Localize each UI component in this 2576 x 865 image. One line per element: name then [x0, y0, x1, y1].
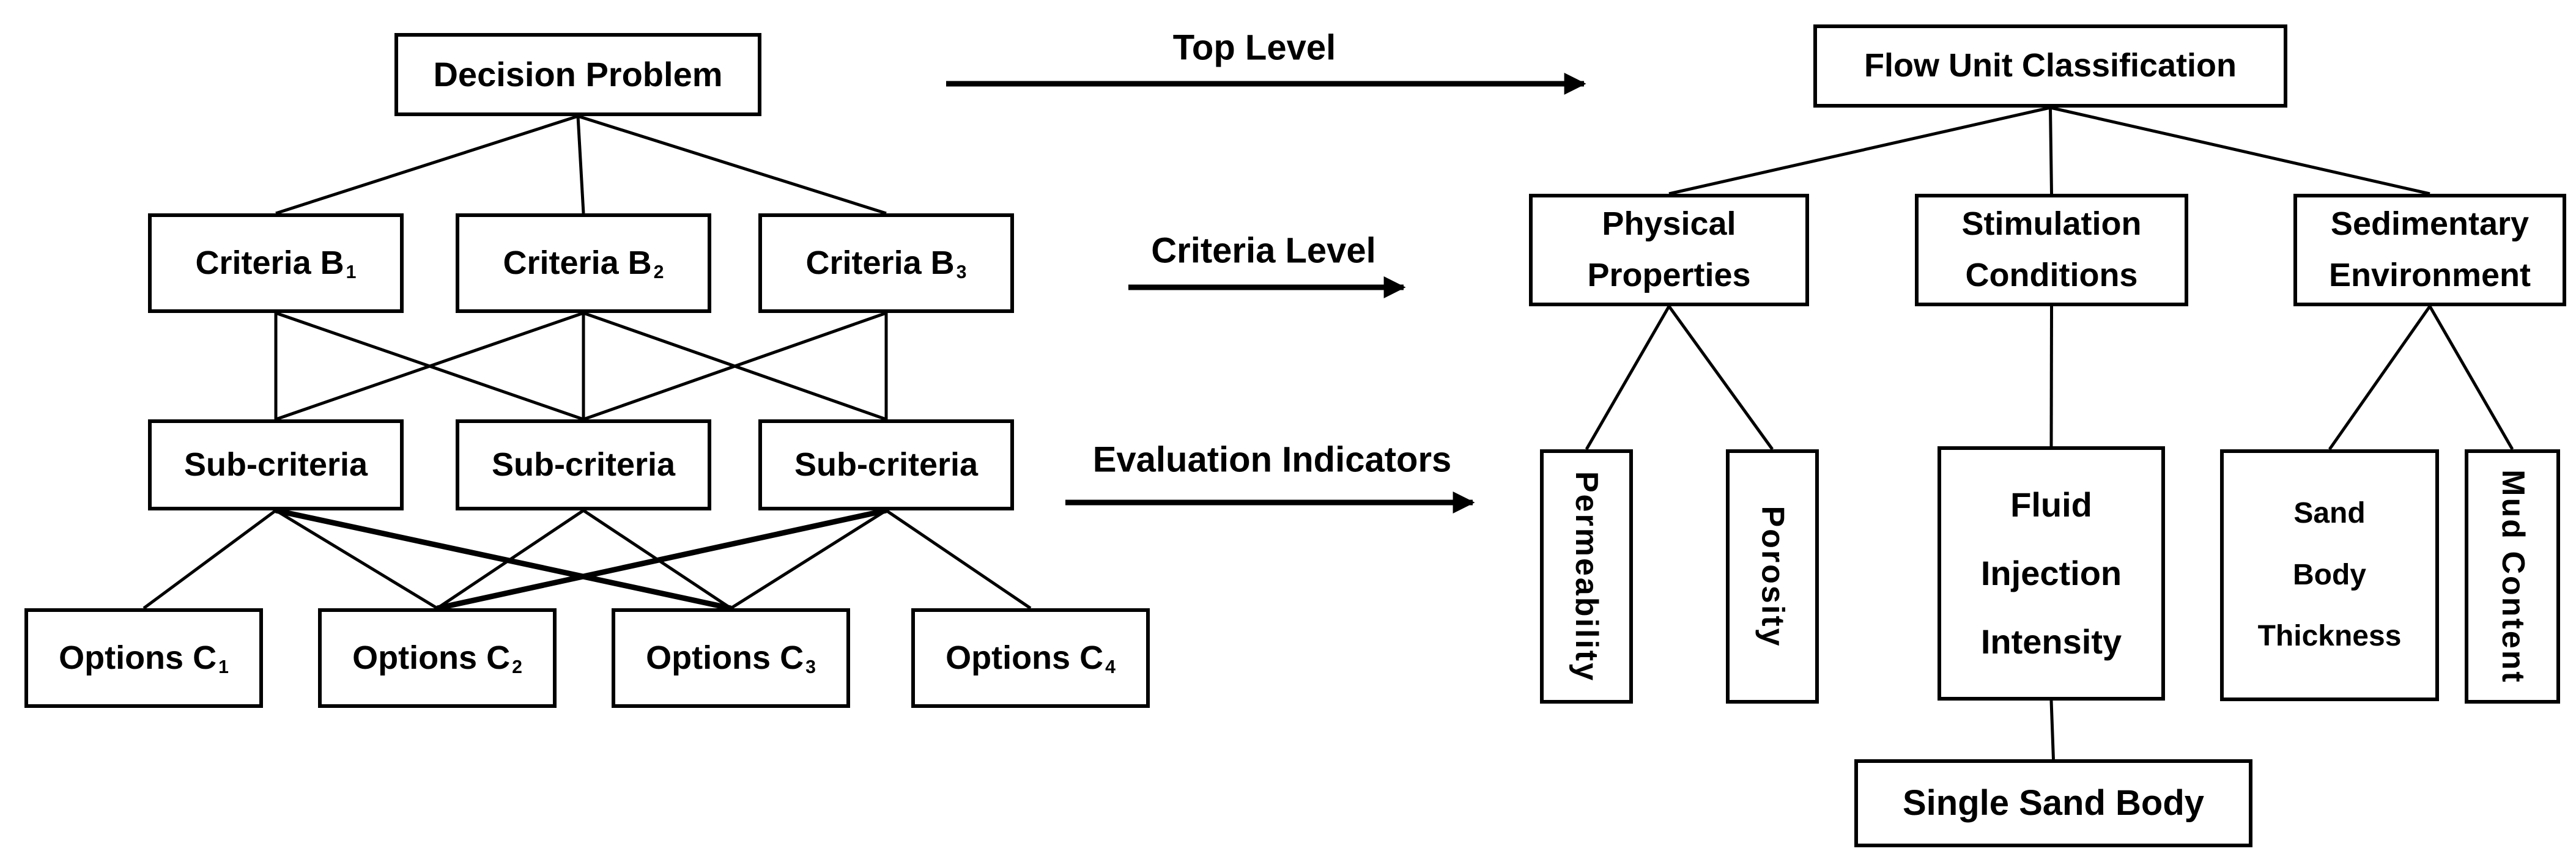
node-label: Options C: [646, 639, 804, 676]
node-stimulation-conditions: Stimulation Conditions: [1915, 194, 2188, 306]
edge-flow-unit-classification-to-sedimentary-environment: [2049, 106, 2430, 196]
edge-sub-criteria-1-to-options-c2: [275, 509, 439, 610]
edge-physical-properties-to-porosity: [1667, 305, 1774, 451]
node-label-subscript: 1: [346, 262, 357, 282]
node-sub-criteria-1: Sub-criteria: [148, 419, 404, 510]
edge-sub-criteria-2-to-options-c2: [436, 509, 585, 610]
edge-physical-properties-to-permeability: [1585, 305, 1671, 451]
node-label-subscript: 3: [805, 657, 816, 677]
node-label: Fluid Injection Intensity: [1980, 485, 2122, 661]
edge-sedimentary-environment-to-mud-content: [2428, 305, 2514, 451]
node-label: Options C: [59, 639, 217, 676]
node-label: Criteria B: [805, 244, 955, 281]
node-label: Physical Properties: [1587, 205, 1751, 293]
node-flow-unit-classification: Flow Unit Classification: [1813, 24, 2287, 108]
node-label: Single Sand Body: [1902, 782, 2205, 823]
arrow-label-evaluation-indicators: Evaluation Indicators: [1092, 440, 1452, 480]
node-label: Sub-criteria: [491, 446, 676, 483]
node-label-subscript: 4: [1105, 657, 1116, 677]
node-label: Stimulation Conditions: [1961, 205, 2142, 293]
node-mud-content: Mud Content: [2465, 449, 2560, 704]
edge-sub-criteria-1-to-options-c3: [275, 507, 731, 611]
node-porosity: Porosity: [1726, 449, 1819, 704]
node-decision-problem: Decision Problem: [394, 33, 761, 116]
edge-decision-problem-to-criteria-b2: [576, 116, 585, 214]
edge-sedimentary-environment-to-sand-body-thickness: [2328, 305, 2432, 451]
edge-flow-unit-classification-to-physical-properties: [1668, 106, 2051, 196]
node-label: Criteria B: [503, 244, 652, 281]
node-label: Options C: [352, 639, 511, 676]
edge-sub-criteria-3-to-options-c2: [437, 507, 887, 611]
node-label: Sedimentary Environment: [2328, 205, 2531, 293]
node-sand-body-thickness: Sand Body Thickness: [2220, 449, 2439, 701]
node-label: Decision Problem: [433, 55, 723, 94]
edge-stimulation-conditions-to-fluid-injection-intensity: [2049, 306, 2053, 447]
edge-decision-problem-to-criteria-b1: [275, 114, 579, 215]
arrow-label-criteria-level: Criteria Level: [1151, 230, 1376, 271]
node-sedimentary-environment: Sedimentary Environment: [2293, 194, 2566, 306]
node-label: Mud Content: [2495, 469, 2531, 684]
node-label-subscript: 3: [956, 262, 967, 282]
node-fluid-injection-intensity: Fluid Injection Intensity: [1938, 446, 2165, 701]
node-label-subscript: 2: [653, 262, 664, 282]
node-label-subscript: 2: [512, 657, 522, 677]
edge-decision-problem-to-criteria-b3: [577, 114, 887, 215]
node-label: Flow Unit Classification: [1864, 47, 2237, 84]
edge-sub-criteria-1-to-options-c1: [142, 509, 277, 610]
arrow-label-top-level: Top Level: [1172, 28, 1336, 68]
edge-sub-criteria-3-to-options-c4: [885, 509, 1032, 610]
node-sub-criteria-3: Sub-criteria: [758, 419, 1014, 510]
node-sub-criteria-2: Sub-criteria: [456, 419, 711, 510]
node-label: Criteria B: [195, 244, 344, 281]
node-label: Options C: [946, 639, 1104, 676]
node-label: Porosity: [1755, 505, 1791, 648]
node-label: Sub-criteria: [794, 446, 979, 483]
node-physical-properties: Physical Properties: [1529, 194, 1809, 306]
node-permeability: Permeability: [1540, 449, 1633, 704]
node-label: Permeability: [1569, 471, 1605, 682]
edge-sub-criteria-3-to-options-c3: [730, 509, 887, 610]
edge-criteria-b3-to-sub-criteria-2: [583, 311, 887, 421]
node-single-sand-body: Single Sand Body: [1854, 759, 2252, 847]
node-label: Sub-criteria: [183, 446, 368, 483]
node-label: Sand Body Thickness: [2257, 496, 2402, 653]
edge-flow-unit-classification-to-stimulation-conditions: [2049, 107, 2053, 194]
edge-fluid-injection-intensity-to-single-sand-body: [2049, 700, 2055, 760]
edge-criteria-b2-to-sub-criteria-1: [275, 311, 584, 421]
node-label-subscript: 1: [218, 657, 229, 677]
